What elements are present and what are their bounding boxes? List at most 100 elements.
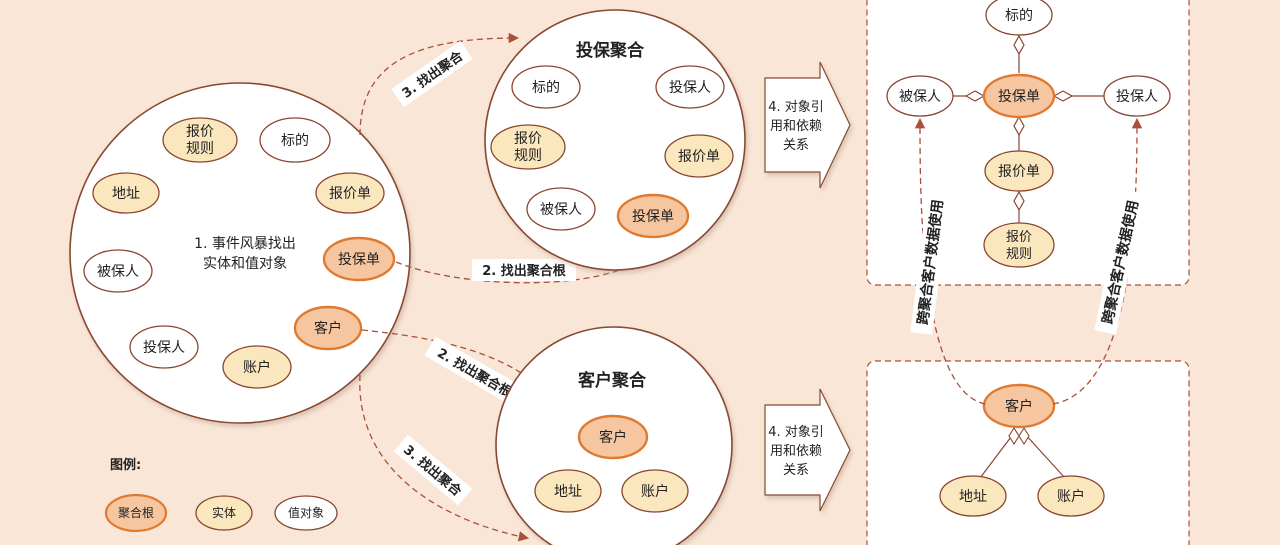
event-storm-circle: 1. 事件风暴找出 实体和值对象 报价 规则 标的 地址 报价单 被保人 投保单 (69, 82, 411, 424)
legend-entity: 实体 (195, 495, 253, 531)
root-policy: 投保单 (616, 193, 690, 239)
svg-text:报价单: 报价单 (678, 149, 720, 165)
svg-text:报价: 报价 (514, 131, 542, 147)
svg-text:标的: 标的 (281, 133, 309, 149)
svg-text:报价单: 报价单 (998, 164, 1040, 180)
svg-text:客户: 客户 (314, 320, 342, 337)
entity-quote: 报价单 (984, 150, 1054, 192)
svg-text:规则: 规则 (1006, 247, 1032, 262)
cross-aggregate-arrows (914, 117, 1143, 405)
value-policyholder: 投保人 (129, 325, 199, 369)
svg-text:投保人: 投保人 (669, 80, 711, 96)
label-step3-bottom: 3. 找出聚合 (393, 434, 473, 506)
svg-text:投保单: 投保单 (632, 209, 674, 225)
value-insured: 被保人 (83, 249, 153, 293)
insure-aggregate-title: 投保聚合 (576, 40, 645, 61)
insure-aggregate: 投保聚合 标的 投保人 报价 规则 报价单 被保人 投保单 (484, 9, 746, 271)
value-policyholder: 投保人 (1103, 75, 1171, 117)
svg-text:被保人: 被保人 (540, 202, 582, 218)
svg-text:标的: 标的 (532, 80, 560, 96)
entity-quote-rule: 报价 规则 (162, 117, 238, 163)
right-bottom-box: 客户 地址 账户 (866, 360, 1190, 545)
arrow-step3-top (359, 32, 520, 136)
svg-text:地址: 地址 (959, 489, 987, 505)
composition-diamond (1013, 34, 1025, 56)
legend-root: 聚合根 (104, 493, 168, 533)
svg-text:规则: 规则 (186, 141, 214, 157)
composition-diamond (1008, 426, 1020, 446)
svg-text:投保人: 投保人 (1116, 89, 1158, 105)
svg-text:投保人: 投保人 (143, 340, 185, 356)
legend-value-object: 值对象 (274, 495, 338, 531)
value-subject: 标的 (985, 0, 1053, 36)
root-customer: 客户 (577, 414, 649, 460)
step4-bottom-arrow: 4. 对象引 用和依赖 关系 (764, 388, 851, 512)
arrow-step3-bottom (359, 374, 530, 542)
root-policy: 投保单 (322, 236, 396, 282)
svg-text:实体: 实体 (212, 505, 236, 520)
svg-text:4. 对象引: 4. 对象引 (768, 425, 824, 440)
svg-text:账户: 账户 (641, 483, 669, 500)
arrow-step2-top (395, 243, 656, 284)
event-storm-label-1: 1. 事件风暴找出 (194, 236, 296, 252)
composition-diamond (1018, 426, 1030, 446)
svg-text:被保人: 被保人 (97, 264, 139, 280)
composition-diamond (1013, 190, 1025, 212)
svg-text:规则: 规则 (514, 148, 542, 164)
value-policyholder: 投保人 (655, 65, 725, 109)
step4-top-arrow: 4. 对象引 用和依赖 关系 (764, 61, 851, 189)
svg-text:2. 找出聚合根: 2. 找出聚合根 (482, 263, 567, 279)
root-customer: 客户 (982, 383, 1056, 429)
value-insured: 被保人 (886, 75, 954, 117)
label-step3-top: 3. 找出聚合 (391, 40, 473, 108)
entity-account: 账户 (1037, 475, 1105, 517)
svg-text:账户: 账户 (1057, 488, 1085, 505)
value-subject: 标的 (511, 65, 581, 109)
svg-text:地址: 地址 (112, 186, 140, 202)
entity-account: 账户 (222, 345, 292, 389)
svg-text:标的: 标的 (1005, 8, 1033, 24)
svg-text:3. 找出聚合: 3. 找出聚合 (399, 47, 467, 101)
value-quote-rule: 报价 规则 (983, 222, 1055, 268)
svg-text:报价: 报价 (186, 124, 214, 140)
svg-text:客户: 客户 (1005, 398, 1033, 415)
svg-text:账户: 账户 (243, 359, 271, 376)
root-policy: 投保单 (982, 73, 1056, 119)
entity-account: 账户 (621, 469, 689, 513)
composition-diamond (1052, 90, 1074, 102)
svg-text:用和依赖: 用和依赖 (770, 119, 822, 134)
svg-text:投保单: 投保单 (998, 89, 1040, 105)
composition-diamond (1013, 115, 1025, 137)
svg-text:用和依赖: 用和依赖 (770, 444, 822, 459)
arrow-cross-right (1052, 117, 1143, 405)
event-storm-label-2: 实体和值对象 (203, 256, 287, 272)
entity-address: 地址 (534, 469, 602, 513)
svg-text:3. 找出聚合: 3. 找出聚合 (400, 442, 465, 500)
root-customer: 客户 (293, 305, 363, 351)
svg-text:聚合根: 聚合根 (118, 505, 154, 520)
svg-text:被保人: 被保人 (899, 89, 941, 105)
legend: 图例: 聚合根 实体 值对象 (104, 457, 338, 533)
svg-text:值对象: 值对象 (288, 505, 324, 520)
entity-address: 地址 (939, 475, 1007, 517)
legend-title: 图例: (110, 457, 141, 473)
svg-text:客户: 客户 (599, 429, 627, 446)
label-step2-top: 2. 找出聚合根 (472, 259, 576, 281)
svg-text:投保单: 投保单 (338, 252, 380, 268)
svg-text:地址: 地址 (554, 484, 582, 500)
entity-address: 地址 (92, 172, 160, 214)
customer-aggregate: 客户聚合 客户 地址 账户 (495, 326, 733, 545)
svg-text:关系: 关系 (783, 463, 809, 478)
svg-text:关系: 关系 (783, 138, 809, 153)
svg-text:报价单: 报价单 (329, 186, 371, 202)
customer-aggregate-title: 客户聚合 (577, 370, 647, 391)
value-insured: 被保人 (526, 187, 596, 231)
entity-quote-rule: 报价 规则 (490, 124, 566, 170)
entity-quote: 报价单 (664, 134, 734, 178)
entity-quote: 报价单 (315, 172, 385, 214)
svg-text:报价: 报价 (1006, 230, 1032, 245)
svg-text:4. 对象引: 4. 对象引 (768, 100, 824, 115)
svg-text:2. 找出聚合根: 2. 找出聚合根 (434, 345, 515, 401)
